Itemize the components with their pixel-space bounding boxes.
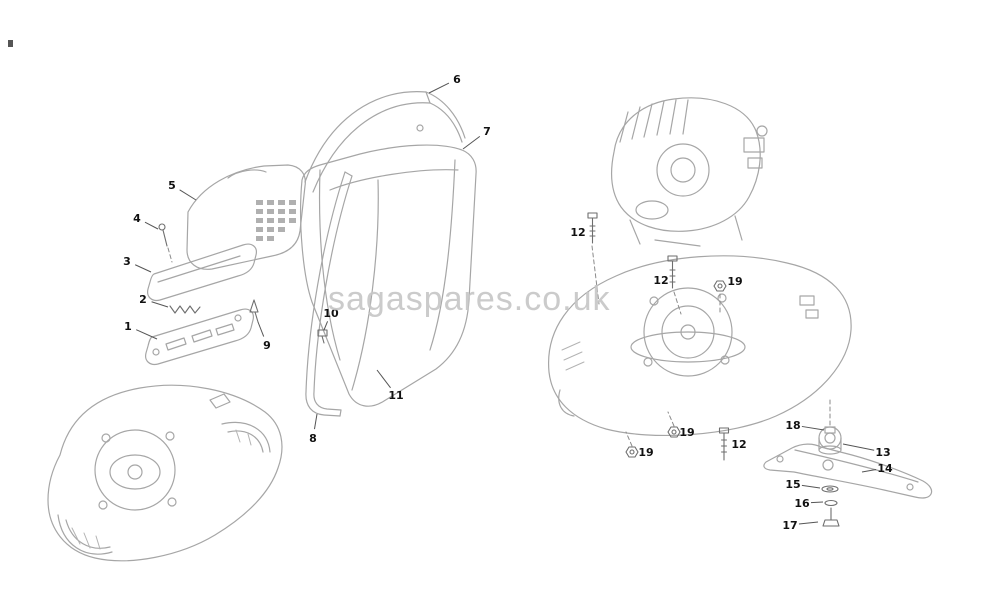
spring — [169, 305, 201, 314]
clip-part10 — [317, 329, 328, 344]
leader-line-left-8 — [323, 321, 329, 331]
blade-fixings — [821, 485, 840, 527]
clip-part9 — [249, 299, 259, 323]
part-label-left-5-2: 5 — [168, 179, 176, 192]
leader-line-right-9 — [801, 484, 821, 489]
leader-line-left-5 — [151, 301, 169, 308]
part-label-right-17-11: 17 — [782, 519, 797, 532]
nut-icon — [713, 280, 727, 292]
part-label-right-19-2: 19 — [727, 275, 742, 288]
bolt-icon — [587, 212, 598, 244]
leader-line-left-6 — [136, 329, 158, 340]
leader-line-left-4 — [134, 264, 152, 273]
nut-icon — [667, 426, 681, 438]
bolt-icon — [667, 255, 678, 289]
part-label-left-1-6: 1 — [124, 320, 132, 333]
part-label-right-12-1: 12 — [653, 274, 668, 287]
part-label-left-6-0: 6 — [453, 73, 461, 86]
leader-line-left-2 — [179, 189, 197, 201]
alignment-dashes — [591, 245, 831, 447]
nut-icons — [625, 280, 727, 458]
part-label-right-15-9: 15 — [785, 478, 800, 491]
screw-part4 — [158, 223, 173, 263]
leader-line-right-10 — [810, 501, 824, 504]
grassbox-lid — [186, 164, 306, 270]
watermark: sagaspares.co.uk — [328, 280, 611, 318]
part-label-right-18-6: 18 — [785, 419, 800, 432]
leader-line-left-7 — [257, 321, 265, 337]
leader-line-left-9 — [376, 369, 391, 389]
leader-line-left-3 — [144, 221, 159, 230]
part-label-right-12-0: 12 — [570, 226, 585, 239]
mounting-bar-upper — [147, 243, 257, 302]
blade-boss — [818, 426, 842, 455]
leader-line-left-1 — [462, 135, 481, 150]
grassbag-body — [300, 144, 477, 407]
part-label-right-13-7: 13 — [875, 446, 890, 459]
grassbag-handle — [304, 91, 466, 193]
part-label-left-8-10: 8 — [309, 432, 317, 445]
part-label-left-4-3: 4 — [133, 212, 141, 225]
engine-deck-assembly-drawing — [547, 97, 933, 527]
mower-deck-right — [547, 255, 852, 437]
nut-icon — [625, 446, 639, 458]
leader-line-right-7 — [842, 443, 875, 451]
leader-line-left-10 — [313, 413, 318, 430]
part-label-left-11-9: 11 — [388, 389, 403, 402]
scan-artifact-mark — [8, 40, 13, 47]
leader-line-right-8 — [861, 469, 877, 473]
mounting-bar-lower — [145, 308, 254, 366]
part-label-right-19-4: 19 — [638, 446, 653, 459]
part-label-left-2-5: 2 — [139, 293, 147, 306]
part-label-right-16-10: 16 — [794, 497, 810, 510]
grassbag-frame — [305, 171, 353, 417]
part-label-right-14-8: 14 — [877, 462, 893, 475]
engine — [610, 97, 768, 247]
bolt-icons — [587, 212, 730, 461]
grassbox-assembly-drawing — [47, 91, 477, 562]
leader-line-left-0 — [428, 82, 450, 94]
leader-line-right-11 — [798, 521, 819, 525]
leader-line-right-6 — [801, 425, 825, 431]
part-label-left-9-7: 9 — [263, 339, 271, 352]
part-label-right-12-5: 12 — [731, 438, 746, 451]
bolt-icon — [718, 427, 730, 461]
part-label-right-19-3: 19 — [679, 426, 694, 439]
mower-deck-left — [47, 384, 283, 562]
part-label-left-10-8: 10 — [323, 307, 339, 320]
part-label-left-7-1: 7 — [483, 125, 491, 138]
part-label-left-3-4: 3 — [123, 255, 131, 268]
